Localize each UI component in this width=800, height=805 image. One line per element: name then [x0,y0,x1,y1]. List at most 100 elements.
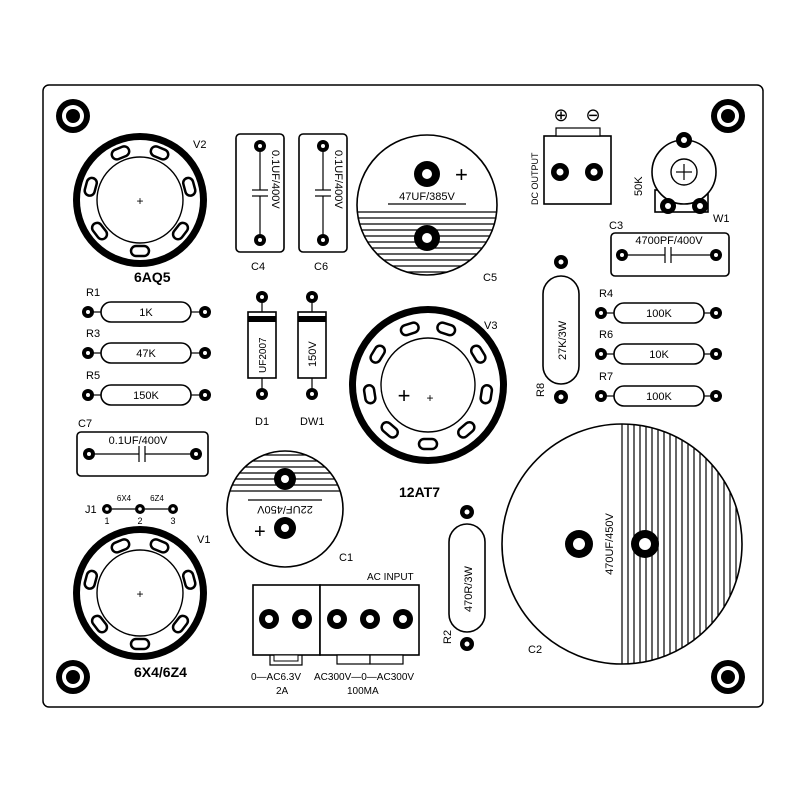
capacitor-c4 [235,133,285,253]
resistor-r5 [82,384,211,406]
tube-pin-slot [417,437,439,451]
resistor-r2-value: 470R/3W [463,566,475,612]
resistor-r7-value: 100K [646,391,672,403]
tube-socket-v1: + [73,526,207,660]
tube-pin-slot [129,637,151,651]
heater-current-label: 2A [276,686,289,697]
resistor-r8-ref: R8 [535,383,547,397]
capacitor-c4-ref: C4 [251,261,265,273]
ht-voltage-label: AC300V—0—AC300V [314,672,414,683]
capacitor-c1-ref: C1 [339,552,353,564]
capacitor-c2-ref: C2 [528,644,542,656]
dc-output-plus-symbol: ⊕ [553,105,568,125]
tube-pin-slot [181,176,197,197]
tube-socket-v3: + + [349,306,507,464]
resistor-r2 [448,505,486,651]
jumper-pin-1: 1 [104,516,109,526]
tube-pin-slot [171,221,190,241]
tube-pin-slot [110,538,131,554]
tube-v3-type: 12AT7 [399,484,440,500]
tube-pin-slot [90,614,109,634]
mounting-hole-top-right [711,99,745,133]
resistor-r5-value: 150K [133,390,159,402]
mounting-hole-bottom-right [711,660,745,694]
jumper-option-6x4: 6X4 [117,494,132,503]
capacitor-c3-ref: C3 [609,220,623,232]
tube-v2-type: 6AQ5 [134,269,171,285]
resistor-r1-ref: R1 [86,287,100,299]
tube-v1-type: 6X4/6Z4 [134,664,187,680]
mounting-hole-top-left [56,99,90,133]
jumper-pin-2: 2 [137,516,142,526]
zener-dw1-ref: DW1 [300,416,324,428]
jumper-pin-3: 3 [170,516,175,526]
ht-current-label: 100MA [347,686,379,697]
jumper-j1 [102,504,178,514]
tube-center-mark: + [136,194,143,208]
capacitor-c6-ref: C6 [314,261,328,273]
jumper-j1-ref: J1 [85,504,97,516]
zener-dw1 [297,291,327,400]
tube-center-mark: + [398,383,411,408]
tube-pin-slot [436,321,457,337]
resistor-r4-ref: R4 [599,288,613,300]
tube-center-mark: + [426,391,433,405]
tube-pin-slot [83,569,99,590]
tube-pin-slot [469,344,487,364]
tube-pin-slot [171,614,190,634]
diode-d1-value: UF2007 [258,337,269,373]
capacitor-c5-value: 47UF/385V [399,191,455,203]
capacitor-c7 [76,431,209,477]
tube-pin-slot [457,421,476,439]
tube-pin-slot [83,176,99,197]
capacitor-c2-value: 470UF/450V [604,512,616,574]
capacitor-c5 [356,134,498,276]
resistor-r3-value: 47K [136,348,156,360]
resistor-r8 [542,255,580,404]
heater-voltage-label: 0—AC6.3V [251,672,301,683]
tube-pin-slot [181,569,197,590]
resistor-r2-ref: R2 [442,630,454,644]
resistor-r1 [82,301,211,323]
resistor-r6-ref: R6 [599,329,613,341]
heater-terminal-block [252,584,321,666]
tube-v2-ref: V2 [193,139,206,151]
capacitor-c1-value: 22UF/450V [257,503,313,515]
potentiometer-w1 [651,132,717,214]
capacitor-c1 [226,450,344,568]
resistor-r6 [595,343,722,365]
tube-v3-ref: V3 [484,320,497,332]
resistor-r4 [595,302,722,324]
capacitor-c6-value: 0.1UF/400V [332,150,344,209]
tube-center-mark: + [136,587,143,601]
resistor-r6-value: 10K [649,349,669,361]
dc-output-terminal [543,127,612,205]
capacitor-c5-ref: C5 [483,272,497,284]
capacitor-c3 [610,232,730,277]
capacitor-c6 [298,133,348,253]
capacitor-c1-plus: + [254,521,266,543]
tube-v1-ref: V1 [197,534,210,546]
tube-socket-v2: + [73,133,207,267]
potentiometer-w1-ref: W1 [713,213,730,225]
resistor-r8-value: 27K/3W [557,320,569,360]
diode-d1-ref: D1 [255,416,269,428]
tube-pin-slot [90,221,109,241]
capacitor-c5-plus: + [455,162,468,187]
tube-pin-slot [129,244,151,258]
tube-pin-slot [110,145,131,161]
resistor-r3 [82,342,211,364]
tube-pin-slot [380,421,399,439]
dc-output-minus-symbol: ⊖ [585,105,600,125]
tube-pin-slot [369,344,387,364]
capacitor-c2 [501,423,743,665]
dc-output-label: DC OUTPUT [530,152,540,205]
resistor-r4-value: 100K [646,308,672,320]
capacitor-c4-value: 0.1UF/400V [269,150,281,209]
zener-dw1-value: 150V [307,341,319,367]
capacitor-c3-value: 4700PF/400V [635,235,703,247]
resistor-r1-value: 1K [139,307,153,319]
resistor-r5-ref: R5 [86,370,100,382]
tube-pin-slot [479,384,494,405]
resistor-r3-ref: R3 [86,328,100,340]
